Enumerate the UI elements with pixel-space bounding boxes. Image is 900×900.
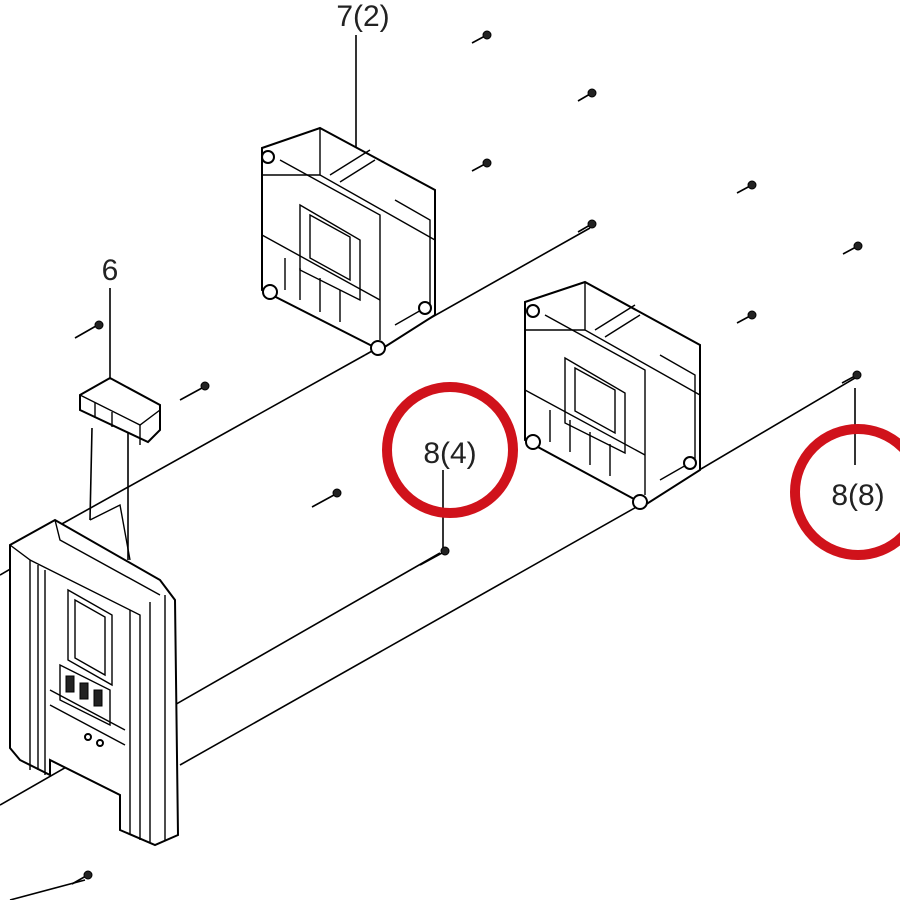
screw-icon (179, 381, 210, 401)
screw-icon (736, 180, 757, 194)
highlight-ring-right (790, 424, 900, 560)
screw-icon (471, 30, 492, 44)
screw-icon (842, 241, 863, 255)
screw-icon (577, 88, 597, 102)
callout-screw-center: 8(4) (423, 437, 476, 470)
screw-icon (577, 219, 597, 233)
fan-unit-top (261, 126, 436, 356)
highlight-rings (382, 382, 900, 560)
callout-fan-top: 7(2) (336, 0, 389, 33)
screw-icon (736, 310, 757, 324)
screws (71, 30, 863, 885)
screw-icon (74, 320, 104, 339)
screw-icon (841, 370, 862, 384)
screw-icon (471, 158, 492, 172)
screw-icon (71, 870, 93, 885)
screw-icon (419, 546, 450, 566)
highlight-ring-center (382, 382, 518, 518)
frame-assembly (9, 503, 180, 847)
callout-screw-right: 8(8) (831, 479, 884, 512)
fan-unit-right (524, 280, 701, 510)
bracket-part (79, 376, 161, 445)
leader-lines (89, 35, 856, 560)
callout-bracket: 6 (102, 254, 119, 287)
screw-icon (311, 488, 342, 508)
